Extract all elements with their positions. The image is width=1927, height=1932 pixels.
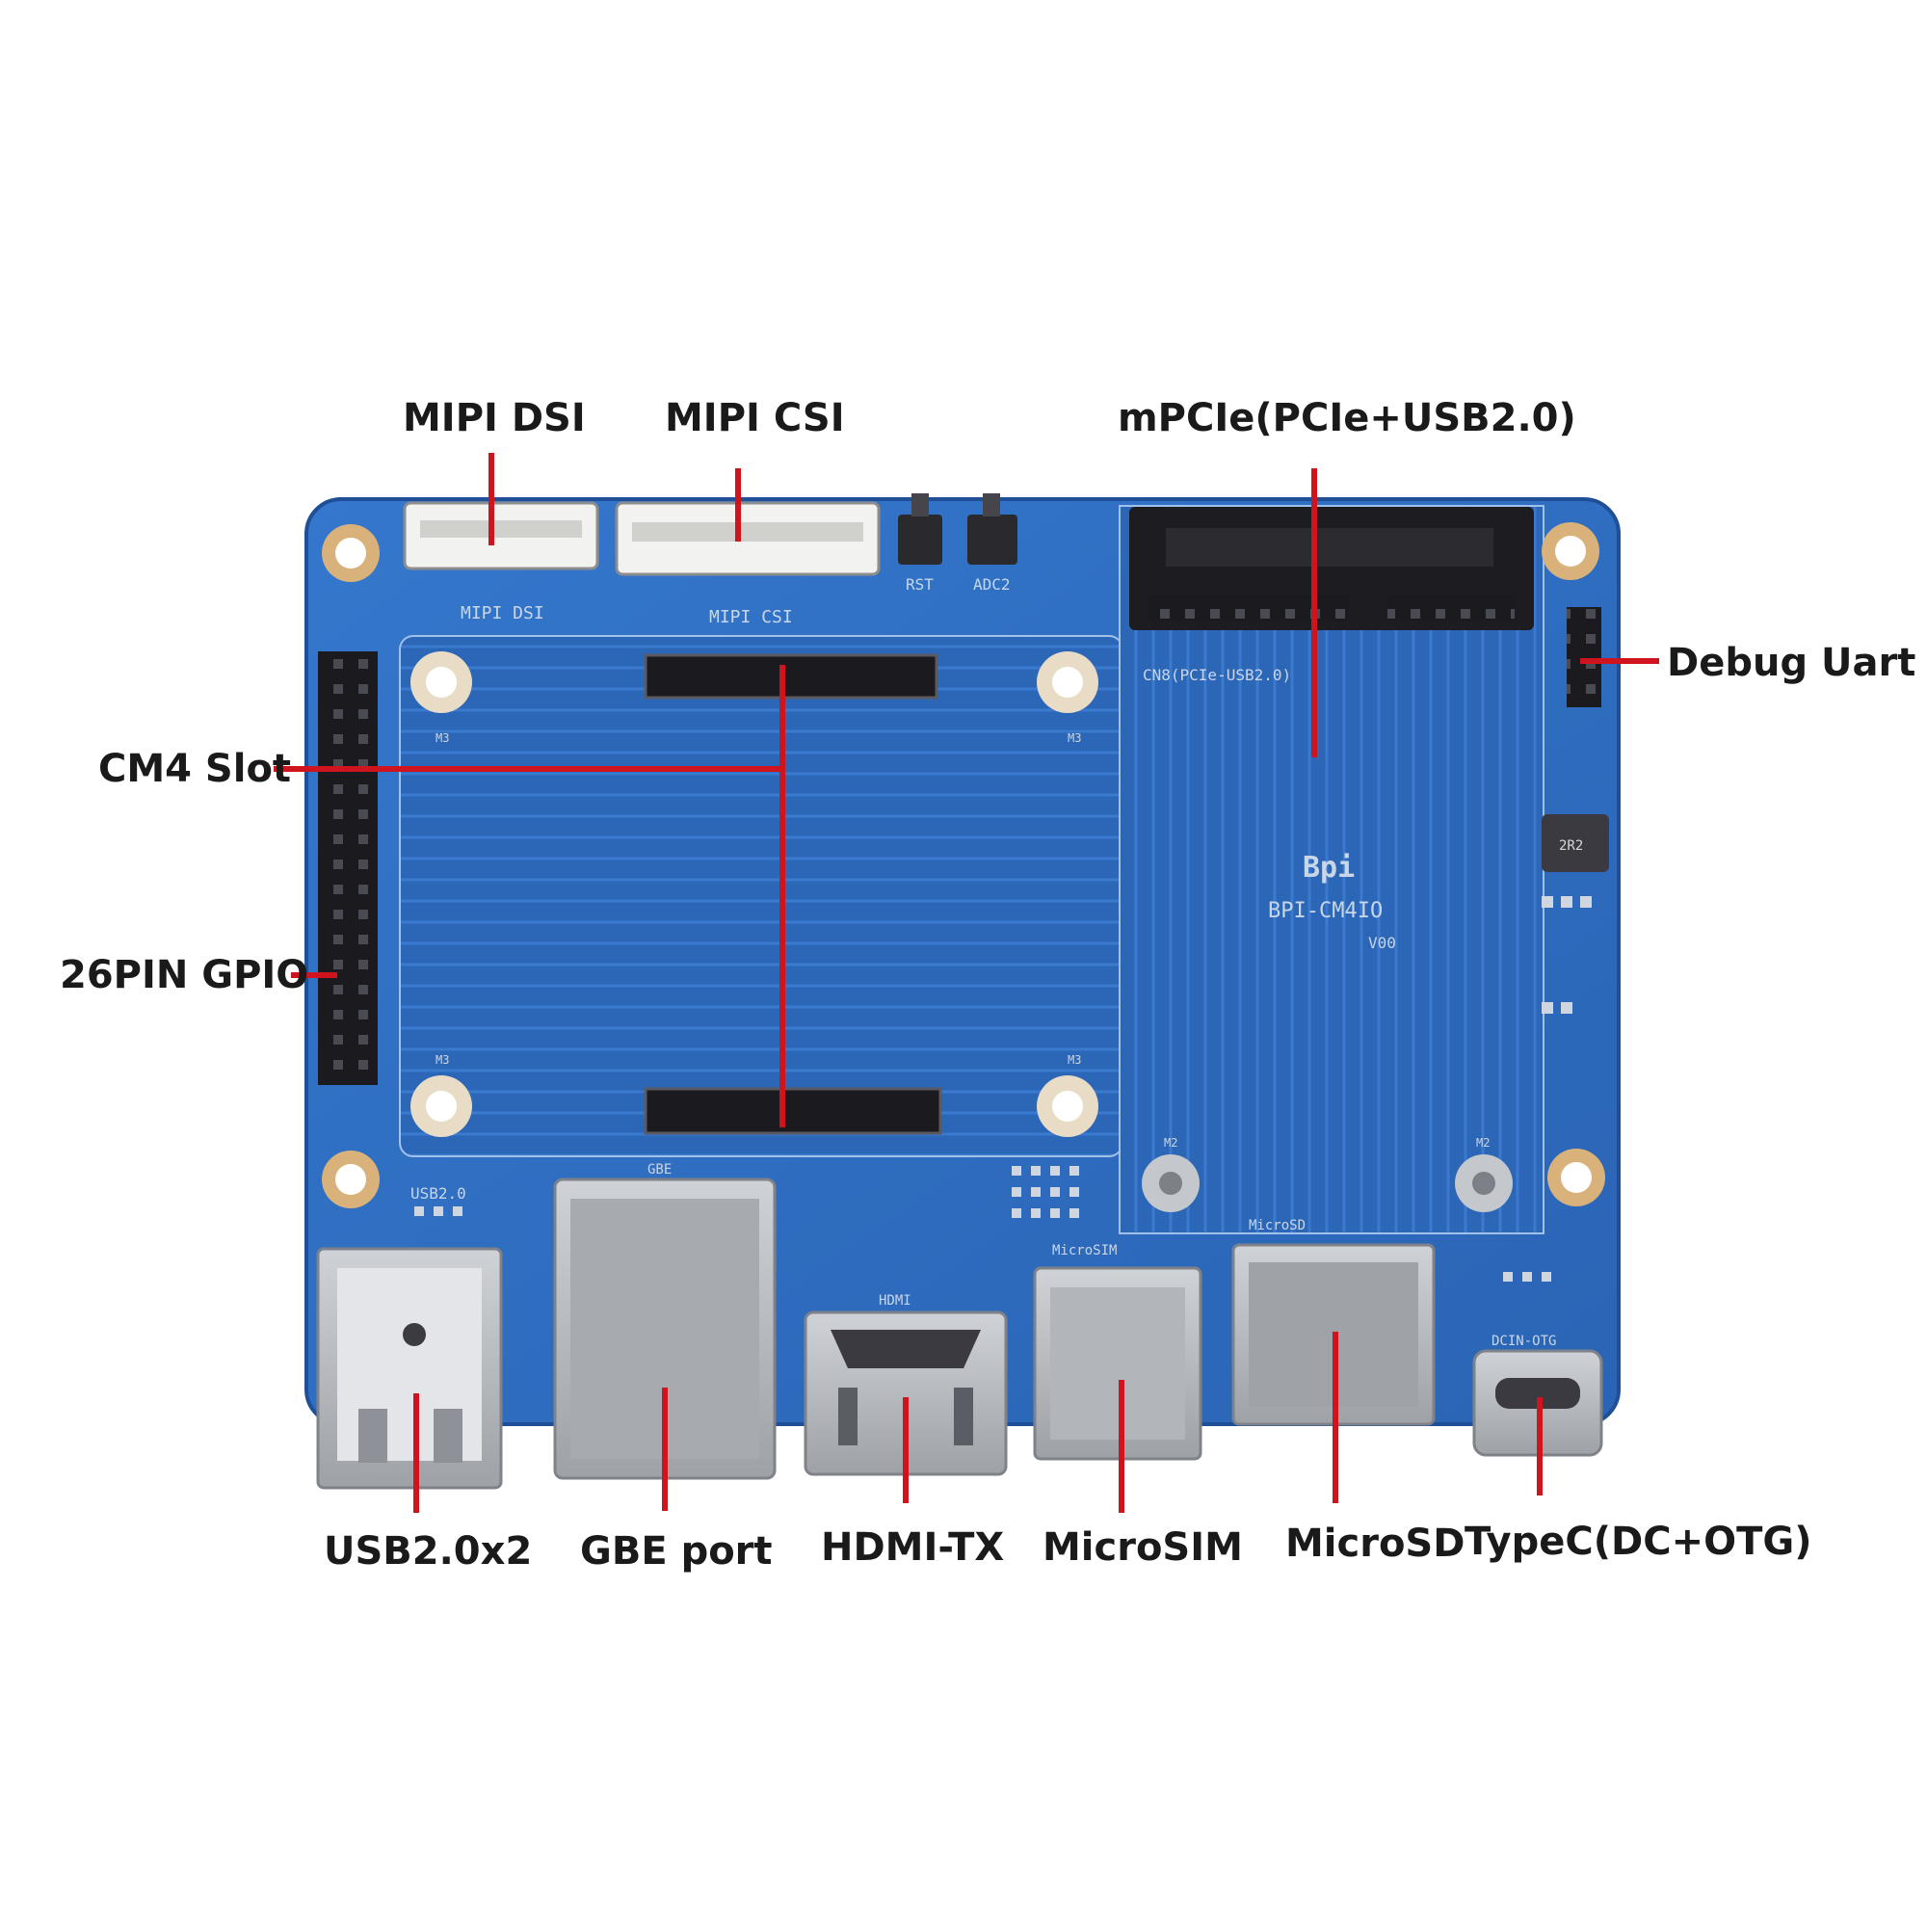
smd-pads [414, 896, 1592, 1282]
label-microsd: MicroSD [1285, 1522, 1465, 1566]
adc2-button [967, 493, 1017, 565]
silk-hdmi: HDMI [879, 1293, 911, 1309]
cm4-connector-bottom [644, 1087, 942, 1135]
cm4-connector-top [644, 653, 938, 700]
silk-m3-bl: M3 [436, 1053, 449, 1067]
silk-m2-r: M2 [1476, 1136, 1490, 1150]
cm4-module-area [399, 635, 1123, 1157]
mpcie-slot [1129, 507, 1534, 630]
silk-adc2: ADC2 [973, 575, 1011, 594]
label-cm4-slot: CM4 Slot [98, 747, 292, 791]
silk-board-name: BPI-CM4IO [1268, 899, 1383, 923]
silk-microsd: MicroSD [1249, 1218, 1306, 1233]
microsim-slot [1033, 1266, 1202, 1461]
silk-m3-tl: M3 [436, 731, 449, 745]
label-gpio: 26PIN GPIO [60, 953, 309, 997]
label-usb: USB2.0x2 [324, 1529, 533, 1574]
silk-m3-br: M3 [1068, 1053, 1081, 1067]
label-mpcie: mPCIe(PCIe+USB2.0) [1118, 396, 1576, 440]
label-typec: TypeC(DC+OTG) [1465, 1520, 1812, 1564]
silk-m3-tr: M3 [1068, 731, 1081, 745]
debug-uart-header [1567, 607, 1601, 707]
silk-dcin: DCIN-OTG [1491, 1334, 1556, 1349]
usb2-dual-port [316, 1247, 503, 1490]
gpio-header [318, 651, 378, 1085]
silk-inductor: 2R2 [1559, 838, 1583, 854]
silkscreen-labels: MIPI DSI MIPI CSI RST ADC2 CN8(PCIe-USB2… [410, 575, 1583, 1349]
silk-version: V00 [1368, 934, 1396, 952]
callout-lines [274, 453, 1659, 1513]
mounting-holes [322, 522, 1605, 1212]
label-mipi-csi: MIPI CSI [665, 396, 845, 440]
label-debug-uart: Debug Uart [1667, 641, 1916, 685]
silk-m2-l: M2 [1164, 1136, 1177, 1150]
silk-mipi-csi: MIPI CSI [709, 607, 793, 627]
silk-usb: USB2.0 [410, 1184, 466, 1203]
silk-rst: RST [906, 575, 934, 594]
silk-microsim: MicroSIM [1052, 1243, 1117, 1258]
silk-cn8: CN8(PCIe-USB2.0) [1143, 666, 1291, 684]
rst-button [898, 493, 942, 565]
label-hdmi: HDMI-TX [821, 1525, 1005, 1570]
mipi-csi-connector [615, 501, 881, 576]
silk-gbe: GBE [647, 1162, 672, 1178]
silk-logo: Bpi [1303, 851, 1355, 885]
label-gbe: GBE port [580, 1529, 773, 1574]
inductor-component [1542, 814, 1609, 872]
label-microsim: MicroSIM [1043, 1525, 1243, 1570]
label-mipi-dsi: MIPI DSI [403, 396, 586, 440]
mipi-dsi-connector [403, 501, 599, 570]
silk-mipi-dsi: MIPI DSI [461, 603, 544, 623]
